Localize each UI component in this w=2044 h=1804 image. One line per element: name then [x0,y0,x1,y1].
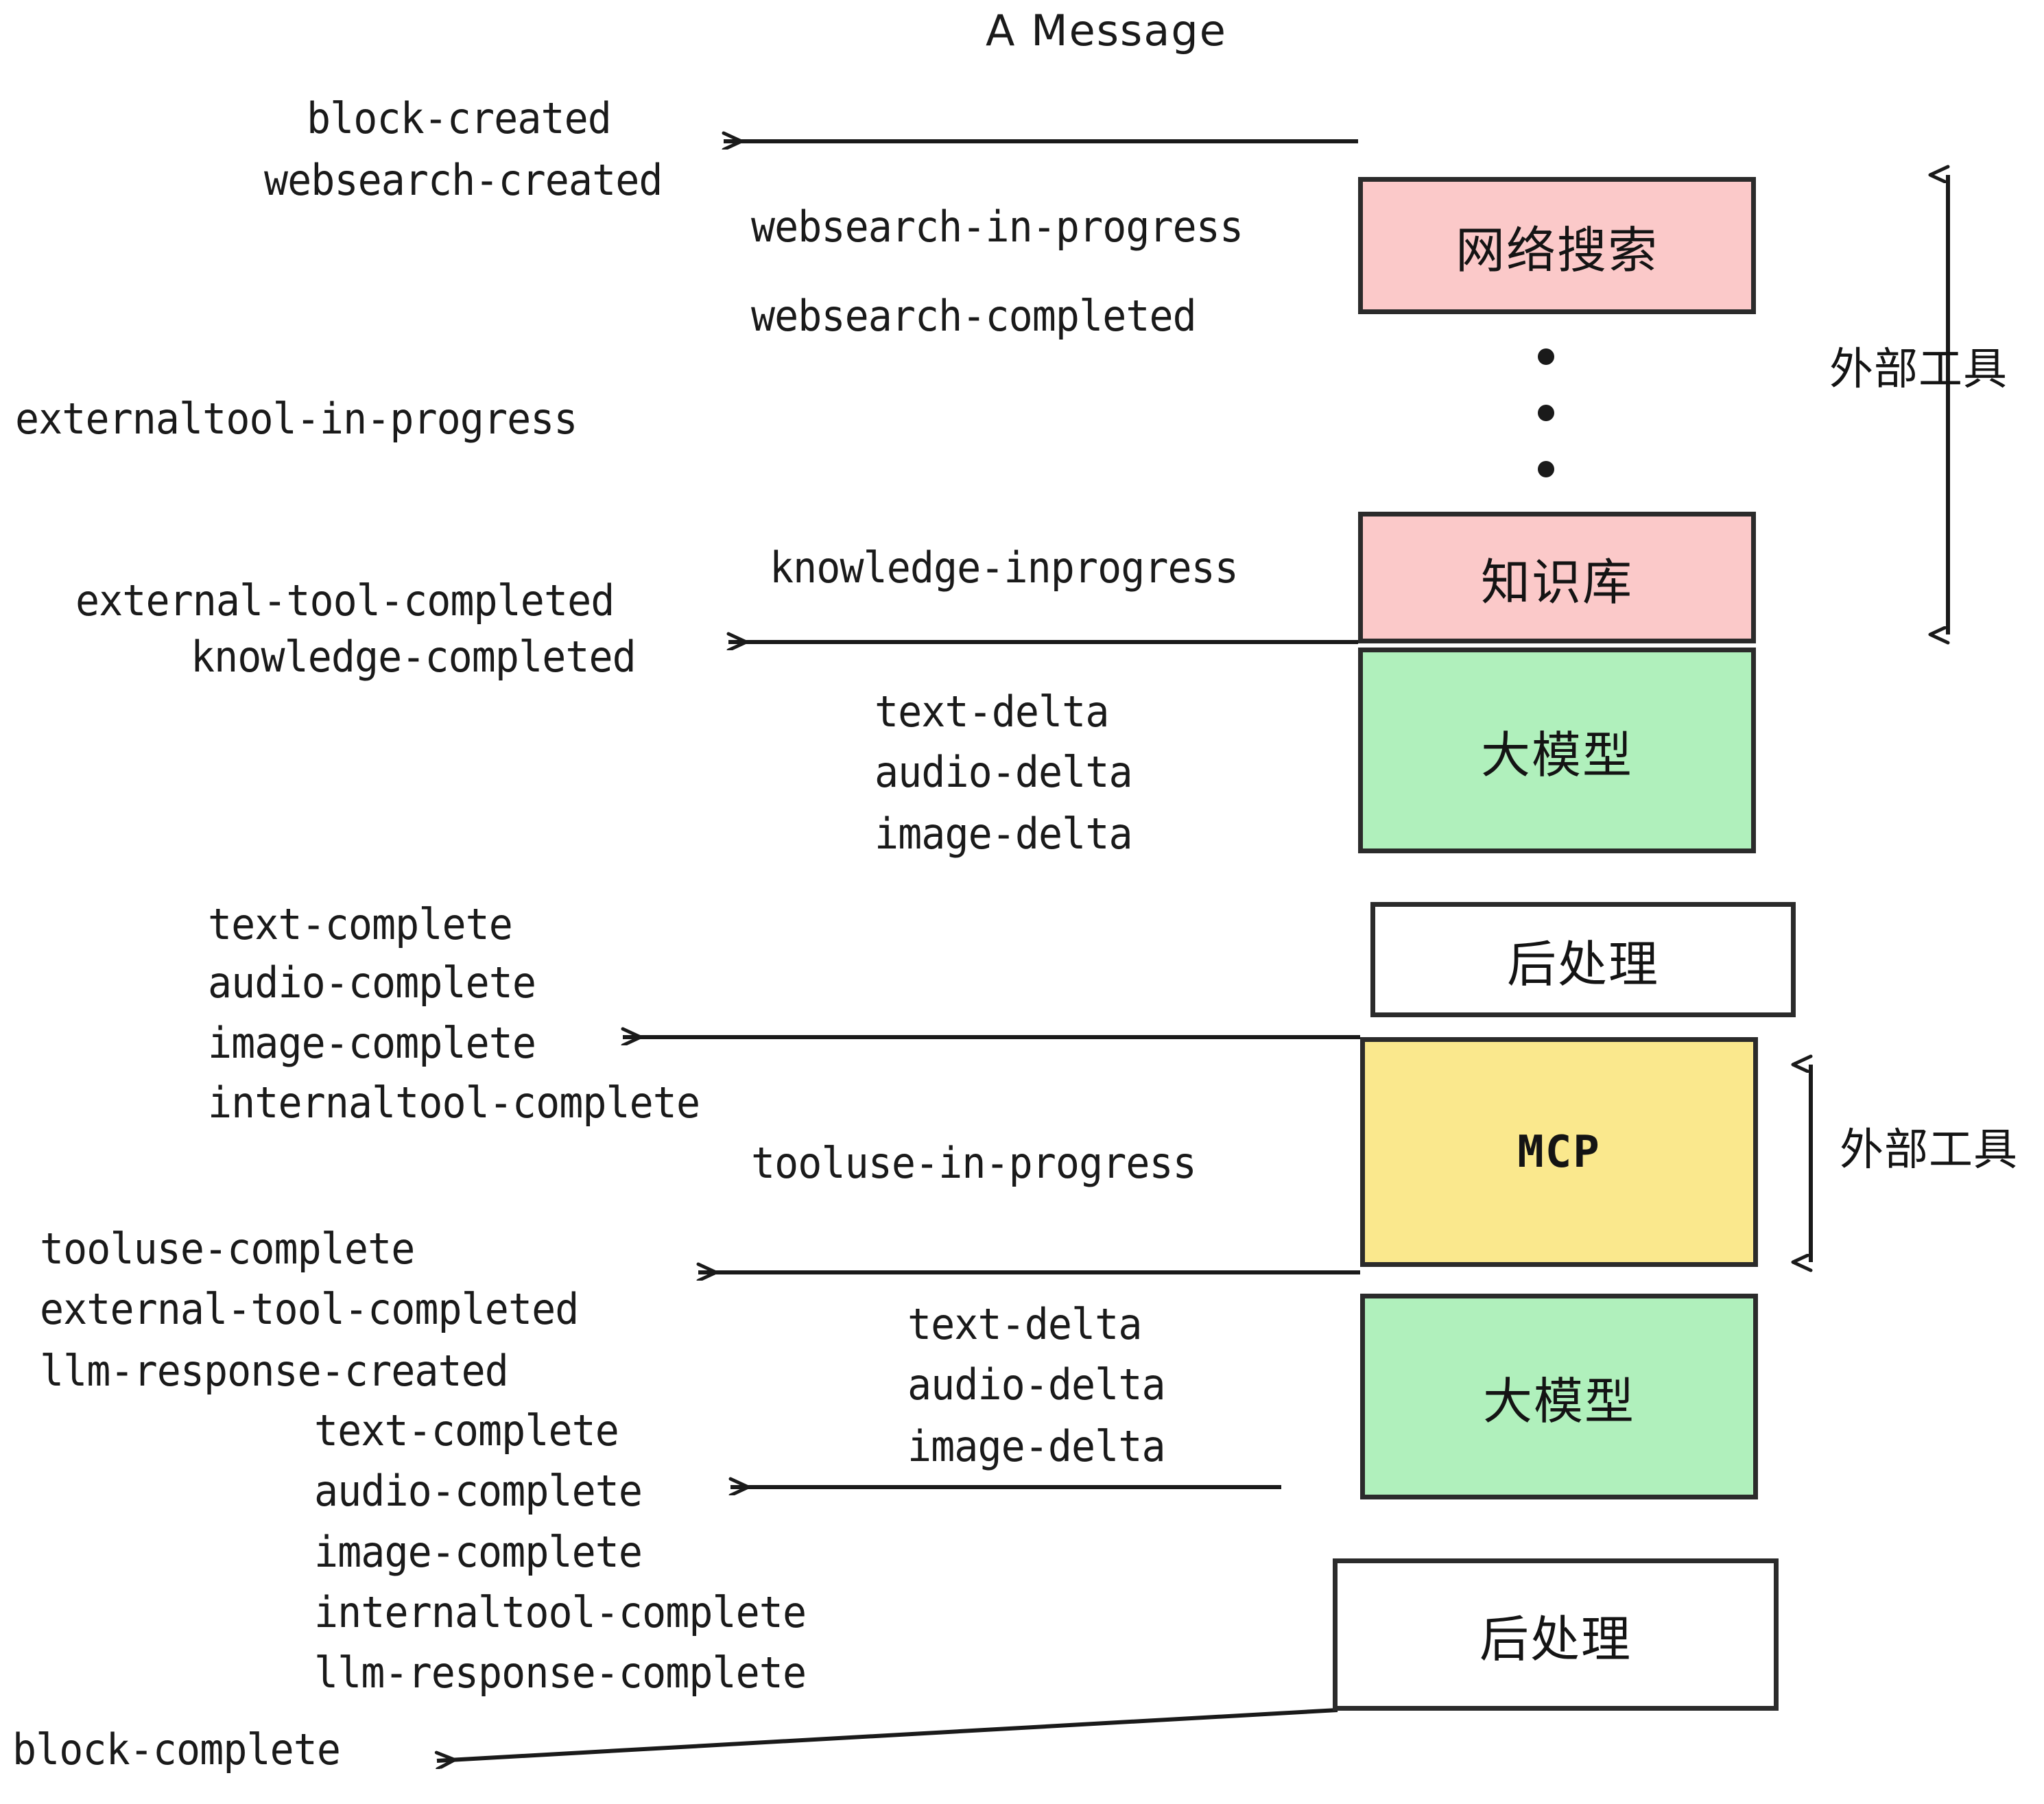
box-knowledge-label: 知识库 [1480,553,1633,611]
arrow-block-complete [437,1708,1338,1761]
event-internaltool-complete-2: internaltool-complete [314,1587,807,1637]
event-llm-response-created: llm-response-created [40,1346,509,1396]
event-externaltool-in-progress: externaltool-in-progress [15,394,578,444]
event-image-delta-1: image-delta [875,809,1133,859]
box-llm-top-label: 大模型 [1480,726,1633,784]
event-websearch-completed: websearch-completed [751,291,1197,341]
event-internaltool-complete-1: internaltool-complete [208,1078,700,1128]
event-audio-delta-2: audio-delta [907,1360,1166,1410]
event-text-complete-2: text-complete [314,1405,619,1456]
event-external-tool-completed-2: external-tool-completed [40,1284,579,1334]
ellipsis-dot [1538,461,1554,477]
event-audio-complete-2: audio-complete [314,1466,643,1516]
event-text-delta-1: text-delta [875,687,1109,737]
box-websearch[interactable]: 网络搜索 [1358,177,1756,314]
event-external-tool-completed-1: external-tool-completed [75,575,615,626]
page-title: A Message [986,5,1227,56]
box-knowledge[interactable]: 知识库 [1358,512,1756,643]
event-audio-complete-1: audio-complete [208,958,536,1008]
event-image-complete-2: image-complete [314,1527,643,1577]
side-label-external-tool-top: 外部工具 [1829,344,2008,395]
box-mcp-label: MCP [1517,1126,1601,1178]
box-mcp[interactable]: MCP [1360,1037,1758,1267]
event-image-delta-2: image-delta [907,1421,1166,1471]
box-llm-bottom[interactable]: 大模型 [1360,1294,1758,1499]
box-postprocess-top-label: 后处理 [1506,935,1659,993]
ellipsis-dot [1538,405,1554,421]
side-label-external-tool-bottom: 外部工具 [1840,1125,2018,1176]
event-text-complete-1: text-complete [208,899,513,949]
event-websearch-in-progress: websearch-in-progress [751,202,1244,252]
event-tooluse-complete: tooluse-complete [40,1224,415,1274]
box-postprocess-bottom-label: 后处理 [1479,1610,1632,1668]
box-websearch-label: 网络搜索 [1455,221,1659,279]
box-llm-bottom-label: 大模型 [1482,1372,1635,1430]
event-llm-response-complete: llm-response-complete [314,1648,807,1698]
event-knowledge-inprogress: knowledge-inprogress [770,543,1239,593]
event-tooluse-in-progress: tooluse-in-progress [751,1138,1197,1188]
ellipsis-dot [1538,348,1554,365]
event-image-complete-1: image-complete [208,1018,536,1068]
box-llm-top[interactable]: 大模型 [1358,648,1756,853]
event-audio-delta-1: audio-delta [875,747,1133,797]
box-postprocess-top[interactable]: 后处理 [1370,902,1796,1017]
event-websearch-created: websearch-created [264,155,663,205]
box-postprocess-bottom[interactable]: 后处理 [1333,1558,1779,1711]
event-block-complete: block-complete [12,1724,341,1775]
event-block-created: block-created [307,93,612,143]
event-text-delta-2: text-delta [907,1299,1142,1349]
event-knowledge-completed: knowledge-completed [191,632,637,682]
